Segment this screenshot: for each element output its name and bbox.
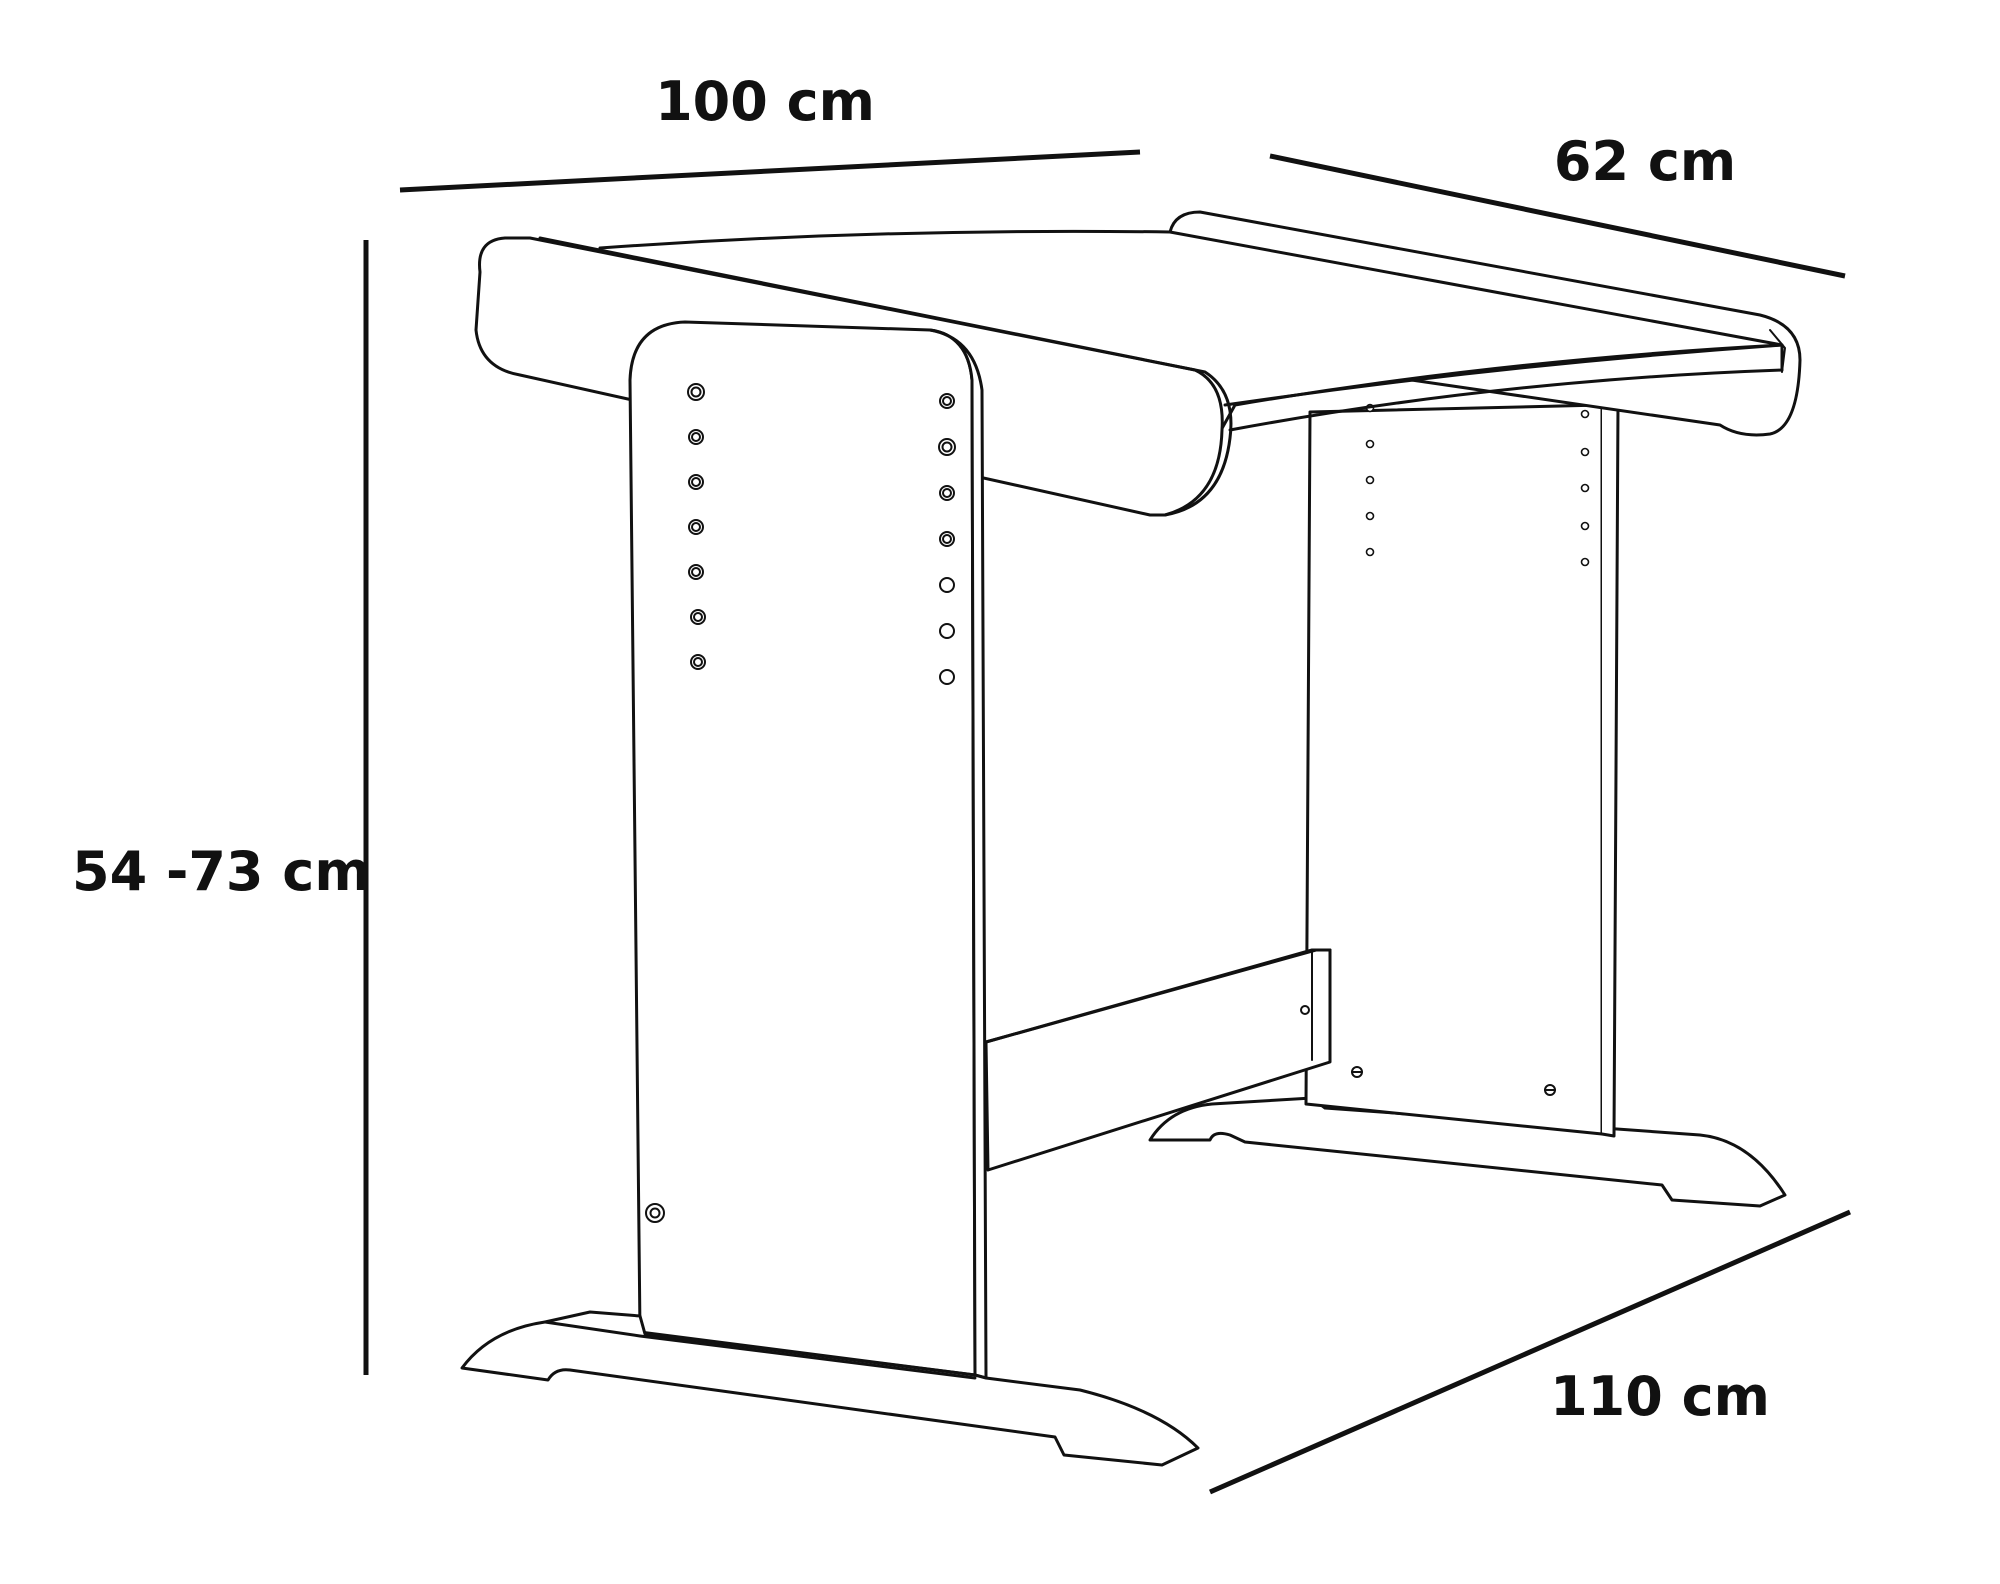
stretcher-beam [984, 948, 1332, 1172]
base-length-label: 110 cm [1550, 1365, 1770, 1428]
back-panel-holes-right [1580, 409, 1590, 567]
front-panel-holes-left [687, 383, 706, 670]
front-panel-holes-right [938, 393, 956, 685]
height-label: 54 -73 cm [72, 840, 371, 903]
back-right-foot [1148, 1096, 1787, 1208]
width-label: 100 cm [655, 70, 875, 133]
front-left-foot [460, 1310, 1200, 1467]
front-panel-bolt [645, 1203, 665, 1223]
width-dimension-line [399, 149, 1141, 193]
depth-dimension-line [1269, 153, 1846, 279]
depth-label: 62 cm [1554, 130, 1736, 193]
base-length-dimension-line [1208, 1209, 1852, 1495]
front-left-leg-panel [628, 320, 988, 1380]
back-panel-bolts [1351, 1066, 1556, 1096]
back-right-leg-panel [1304, 403, 1620, 1138]
back-panel-holes-left [1365, 403, 1375, 557]
